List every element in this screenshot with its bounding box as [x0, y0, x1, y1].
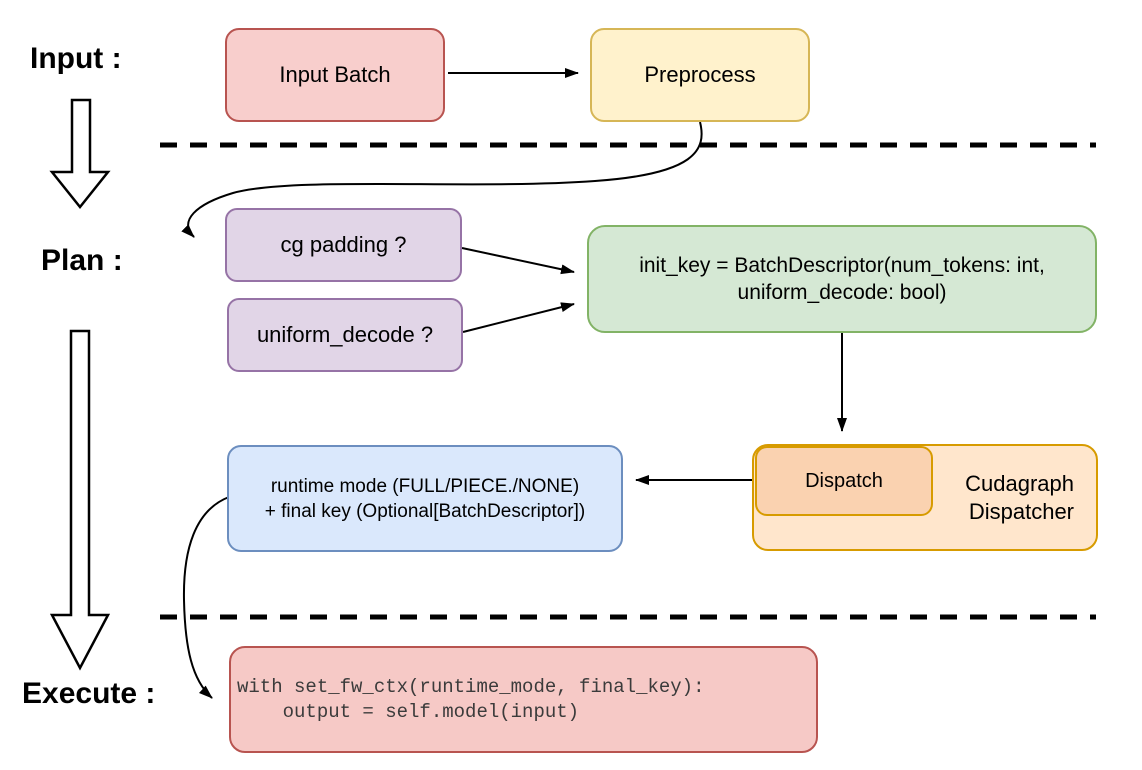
node-init-key: init_key = BatchDescriptor(num_tokens: i… — [587, 225, 1097, 333]
node-execute-code-line2: output = self.model(input) — [237, 700, 580, 723]
section-label-execute: Execute : — [22, 677, 156, 710]
section-label-plan: Plan : — [41, 244, 123, 277]
node-cg-padding: cg padding ? — [225, 208, 462, 282]
node-init-key-line1: init_key = BatchDescriptor(num_tokens: i… — [639, 254, 1045, 277]
node-execute-code: with set_fw_ctx(runtime_mode, final_key)… — [229, 646, 818, 753]
arrow-cg-padding-to-init-key — [461, 247, 575, 275]
hollow-arrow-plan-to-execute-icon — [49, 329, 111, 671]
arrow-uniform-decode-to-init-key — [462, 302, 575, 333]
node-input-batch: Input Batch — [225, 28, 445, 122]
node-cudagraph-dispatcher-line1: Cudagraph — [965, 470, 1074, 496]
arrow-runtime-mode-to-execute-code — [182, 496, 230, 699]
node-init-key-line2: uniform_decode: bool) — [737, 281, 947, 304]
node-dispatch: Dispatch — [755, 446, 933, 516]
node-uniform-decode: uniform_decode ? — [227, 298, 463, 372]
node-runtime-mode-line1: runtime mode (FULL/PIECE./NONE) — [270, 475, 580, 497]
section-label-input: Input : — [30, 42, 122, 75]
node-preprocess: Preprocess — [590, 28, 810, 122]
hollow-arrow-input-to-plan-icon — [49, 98, 111, 210]
node-input-batch-label: Input Batch — [279, 62, 391, 88]
node-dispatch-label: Dispatch — [805, 469, 883, 492]
node-uniform-decode-label: uniform_decode ? — [256, 322, 434, 348]
node-runtime-mode: runtime mode (FULL/PIECE./NONE) + final … — [227, 445, 623, 552]
node-cg-padding-label: cg padding ? — [280, 232, 407, 258]
node-cudagraph-dispatcher-line2: Dispatcher — [968, 498, 1074, 524]
node-preprocess-label: Preprocess — [644, 62, 756, 88]
arrow-preprocess-to-cg-padding — [181, 121, 703, 238]
node-runtime-mode-line2: + final key (Optional[BatchDescriptor]) — [264, 500, 586, 522]
node-execute-code-line1: with set_fw_ctx(runtime_mode, final_key)… — [237, 675, 705, 698]
